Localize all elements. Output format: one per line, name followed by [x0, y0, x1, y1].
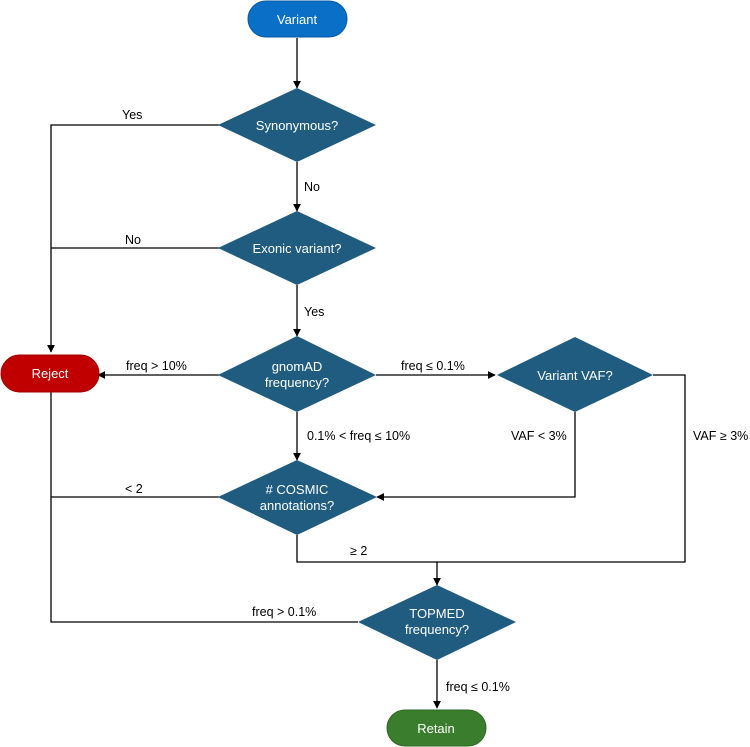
node-cosmic: # COSMIC annotations?: [218, 460, 377, 535]
gnomad-label-line2: frequency?: [265, 375, 329, 390]
node-vaf: Variant VAF?: [497, 337, 653, 412]
label-topmed-low: freq ≤ 0.1%: [446, 680, 510, 694]
node-synonymous: Synonymous?: [218, 88, 376, 162]
cosmic-label-line1: # COSMIC: [266, 482, 329, 497]
exonic-label: Exonic variant?: [253, 241, 342, 256]
synonymous-label: Synonymous?: [256, 118, 338, 133]
edges: [47, 38, 686, 709]
label-synonymous-yes: Yes: [122, 108, 142, 122]
cosmic-label-line2: annotations?: [260, 498, 334, 513]
cosmic-diamond: [218, 460, 377, 535]
label-vaf-low: VAF < 3%: [511, 429, 567, 443]
synonymous-diamond: [218, 88, 376, 162]
label-exonic-yes: Yes: [304, 305, 324, 319]
topmed-label-line2: frequency?: [405, 622, 469, 637]
node-variant: Variant: [247, 0, 348, 38]
edge-labels: Yes No No Yes freq > 10% freq ≤ 0.1% 0.1…: [122, 108, 748, 694]
variant-terminal-shape: [247, 0, 348, 38]
node-gnomad: gnomAD frequency?: [218, 336, 376, 412]
retain-label: Retain: [417, 721, 455, 736]
label-topmed-high: freq > 0.1%: [252, 605, 316, 619]
label-synonymous-no: No: [304, 180, 320, 194]
edge-topmed-high: [50, 392, 358, 623]
node-topmed: TOPMED frequency?: [358, 585, 516, 660]
topmed-label-line1: TOPMED: [409, 606, 464, 621]
label-cosmic-high: ≥ 2: [350, 544, 367, 558]
reject-label: Reject: [32, 366, 69, 381]
vaf-diamond: [497, 337, 653, 412]
gnomad-label-line1: gnomAD: [272, 359, 323, 374]
edge-vaf-low: [376, 412, 576, 501]
retain-terminal-shape: [386, 709, 487, 747]
edge-synonymous-yes: [47, 124, 220, 353]
reject-terminal-shape: [0, 354, 100, 393]
vaf-label: Variant VAF?: [537, 368, 612, 383]
node-retain: Retain: [386, 709, 487, 747]
label-gnomad-low: freq ≤ 0.1%: [401, 359, 465, 373]
edge-cosmic-high: [296, 535, 441, 586]
label-gnomad-mid: 0.1% < freq ≤ 10%: [307, 429, 410, 443]
topmed-diamond: [358, 585, 516, 660]
node-exonic: Exonic variant?: [218, 211, 376, 285]
label-exonic-no: No: [125, 233, 141, 247]
node-reject: Reject: [0, 354, 100, 393]
label-gnomad-high: freq > 10%: [126, 359, 187, 373]
gnomad-diamond: [218, 336, 376, 412]
exonic-diamond: [218, 211, 376, 285]
label-cosmic-low: < 2: [125, 482, 143, 496]
edge-vaf-high: [437, 374, 686, 563]
variant-label: Variant: [277, 12, 318, 27]
label-vaf-high: VAF ≥ 3%: [693, 429, 748, 443]
